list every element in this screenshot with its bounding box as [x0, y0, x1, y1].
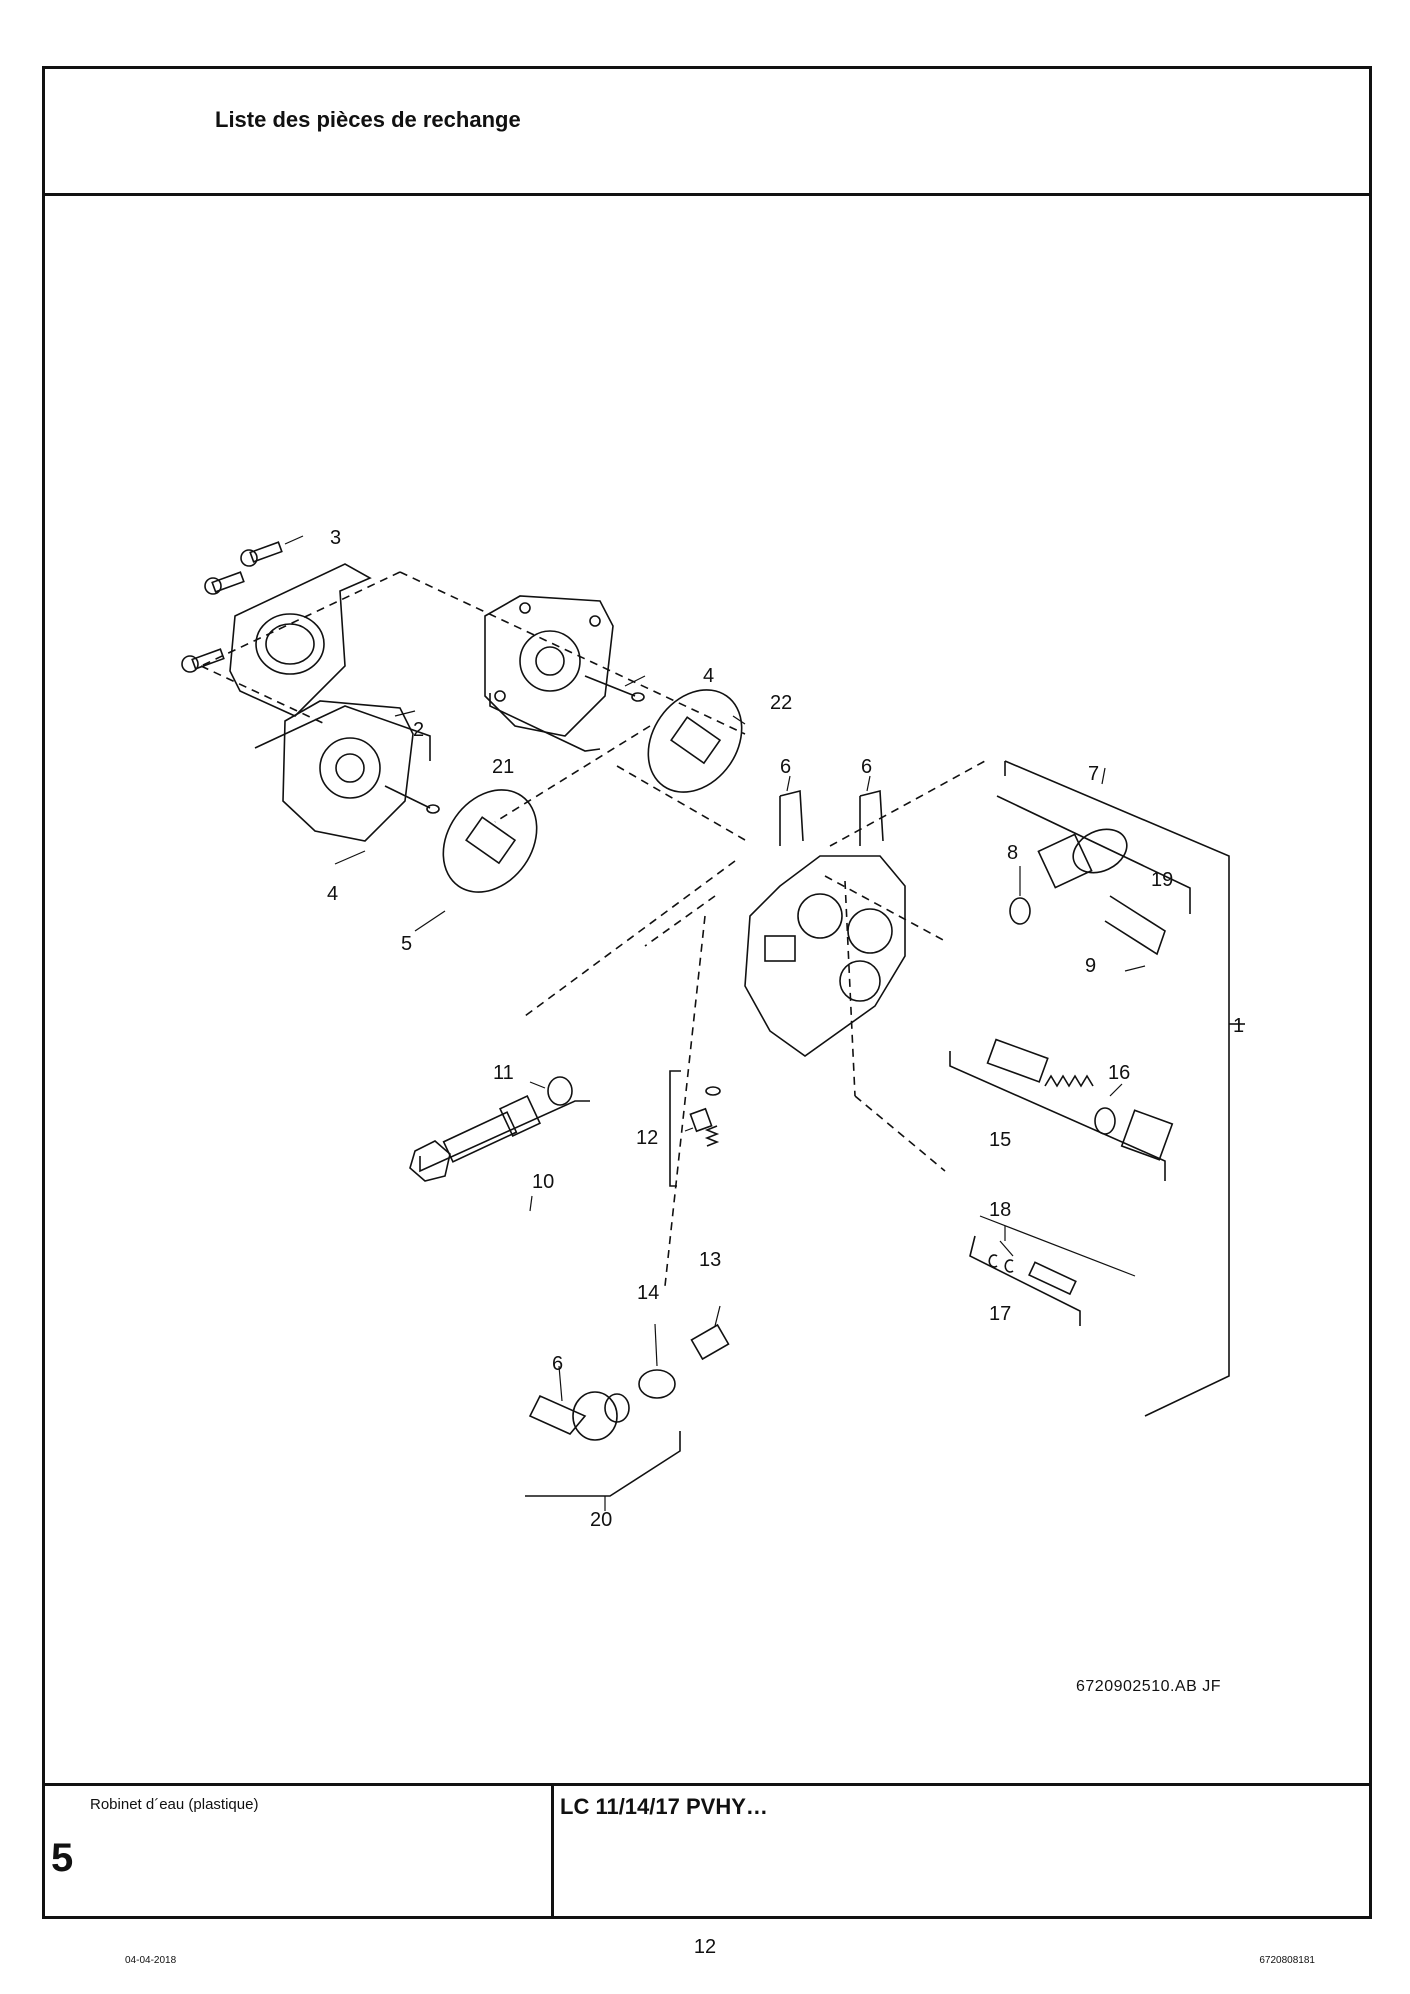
page-title: Liste des pièces de rechange: [215, 107, 521, 132]
callout-21: 21: [492, 756, 514, 778]
callout-6a: 6: [780, 756, 791, 778]
leader-lines: [284, 535, 1146, 1511]
document-number: 6720808181: [1259, 1955, 1315, 1966]
callout-18: 18: [989, 1199, 1011, 1221]
valve-body-part-icon: [744, 855, 906, 1057]
bolt-part-icon: [181, 541, 283, 673]
callout-14: 14: [637, 1282, 659, 1304]
callout-12: 12: [636, 1127, 658, 1149]
bracket-cover-part-icon: [229, 563, 372, 717]
callout-6c: 6: [552, 1353, 563, 1375]
header-box: Liste des pièces de rechange: [45, 69, 1369, 196]
cover-plate-part-icon: [484, 595, 645, 737]
callout-3: 3: [330, 527, 341, 549]
valve-stem-part-icon: [409, 1076, 573, 1182]
callout-labels: 1 2 3 4 4 5 6 6 6 7 8 9 10 11 12 13 14 1…: [327, 527, 1244, 1531]
callout-4a: 4: [703, 665, 714, 687]
filter-part-icon: [572, 1323, 730, 1441]
model-name: LC 11/14/17 PVHY…: [560, 1794, 768, 1819]
assembly-dashed-lines: [200, 571, 986, 1287]
part-description: Robinet d´eau (plastique): [90, 1796, 259, 1813]
pin-part-icon: [988, 1254, 1077, 1296]
callout-4b: 4: [327, 883, 338, 905]
group-bracket-lines: [254, 693, 1245, 1497]
page-frame: Liste des pièces de rechange: [42, 66, 1372, 1919]
clip-part-icon: [528, 789, 884, 1435]
callout-13: 13: [699, 1249, 721, 1271]
callout-20: 20: [590, 1509, 612, 1531]
callout-19: 19: [1151, 869, 1173, 891]
drawing-reference: 6720902510.AB JF: [1076, 1678, 1221, 1695]
callout-1: 1: [1233, 1015, 1244, 1037]
footer-divider: [551, 1786, 554, 1916]
callout-8: 8: [1007, 842, 1018, 864]
callout-15: 15: [989, 1129, 1011, 1151]
section-number: 5: [51, 1836, 74, 1880]
callout-16: 16: [1108, 1062, 1130, 1084]
callout-7: 7: [1088, 763, 1099, 785]
print-date: 04-04-2018: [125, 1955, 177, 1966]
callout-2: 2: [413, 719, 424, 741]
screw-set-part-icon: [689, 1086, 721, 1147]
parts-diagram: 1 2 3 4 4 5 6 6 6 7 8 9 10 11 12 13 14 1…: [181, 527, 1245, 1531]
footer-box: Robinet d´eau (plastique) 5 LC 11/14/17 …: [45, 1783, 1369, 1916]
callout-10: 10: [532, 1171, 554, 1193]
callout-17: 17: [989, 1303, 1011, 1325]
callout-6b: 6: [861, 756, 872, 778]
callout-22: 22: [770, 692, 792, 714]
union-fitting-part-icon: [1009, 828, 1166, 956]
callout-11: 11: [493, 1062, 514, 1084]
cover-plate-lower-part-icon: [282, 700, 440, 842]
callout-5: 5: [401, 933, 412, 955]
check-valve-part-icon: [986, 1038, 1174, 1161]
diaphragm-lower-part-icon: [442, 789, 538, 893]
diaphragm-part-icon: [647, 689, 743, 793]
callout-9: 9: [1085, 955, 1096, 977]
page-number: 12: [693, 1936, 717, 1958]
exploded-view-drawing: 1 2 3 4 4 5 6 6 6 7 8 9 10 11 12 13 14 1…: [45, 196, 1369, 1695]
